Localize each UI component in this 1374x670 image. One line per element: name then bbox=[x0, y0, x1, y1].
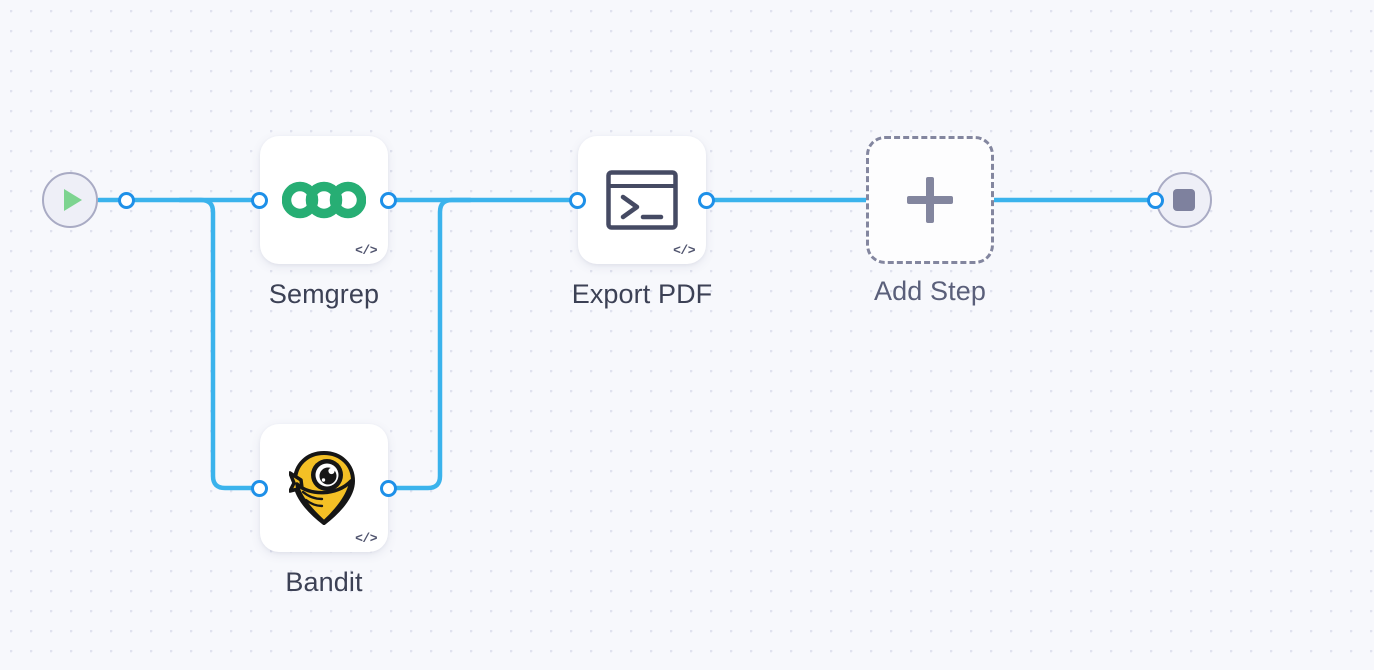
semgrep-card[interactable]: </> bbox=[251, 136, 397, 264]
export-pdf-input-port[interactable] bbox=[569, 191, 586, 209]
start-node[interactable] bbox=[42, 172, 135, 228]
end-node-input-port[interactable] bbox=[1147, 191, 1164, 209]
bandit-label: Bandit bbox=[285, 567, 363, 597]
step-node-semgrep[interactable]: </> Semgrep bbox=[251, 136, 397, 309]
export-pdf-card[interactable]: </> bbox=[569, 136, 715, 264]
start-node-circle[interactable] bbox=[42, 172, 98, 228]
terminal-icon bbox=[606, 170, 678, 230]
export-pdf-output-port[interactable] bbox=[698, 191, 715, 209]
semgrep-output-port[interactable] bbox=[380, 191, 397, 209]
code-badge: </> bbox=[673, 243, 695, 258]
step-node-export-pdf[interactable]: </> Export PDF bbox=[569, 136, 715, 309]
semgrep-input-port[interactable] bbox=[251, 191, 268, 209]
code-badge: </> bbox=[355, 531, 377, 546]
export-pdf-label: Export PDF bbox=[571, 279, 713, 309]
add-step-card[interactable] bbox=[866, 136, 994, 264]
code-badge: </> bbox=[355, 243, 377, 258]
bandit-input-port[interactable] bbox=[251, 479, 268, 497]
step-node-bandit[interactable]: </> Bandit bbox=[251, 424, 397, 597]
semgrep-label: Semgrep bbox=[268, 279, 380, 309]
stop-icon bbox=[1173, 189, 1195, 211]
end-node-circle[interactable] bbox=[1156, 172, 1212, 228]
edge-bandit-to-exportpdf bbox=[384, 197, 473, 491]
edge-start-to-bandit bbox=[177, 197, 256, 491]
bandit-logo-icon bbox=[289, 451, 355, 525]
semgrep-logo-icon bbox=[282, 181, 366, 219]
start-node-output-port[interactable] bbox=[118, 191, 135, 209]
end-node[interactable] bbox=[1147, 172, 1212, 228]
plus-icon bbox=[907, 177, 953, 223]
bandit-card[interactable]: </> bbox=[251, 424, 397, 552]
step-node-add-step[interactable]: Add Step bbox=[866, 136, 994, 306]
bandit-output-port[interactable] bbox=[380, 479, 397, 497]
play-icon bbox=[64, 189, 82, 211]
add-step-label: Add Step bbox=[874, 276, 986, 306]
